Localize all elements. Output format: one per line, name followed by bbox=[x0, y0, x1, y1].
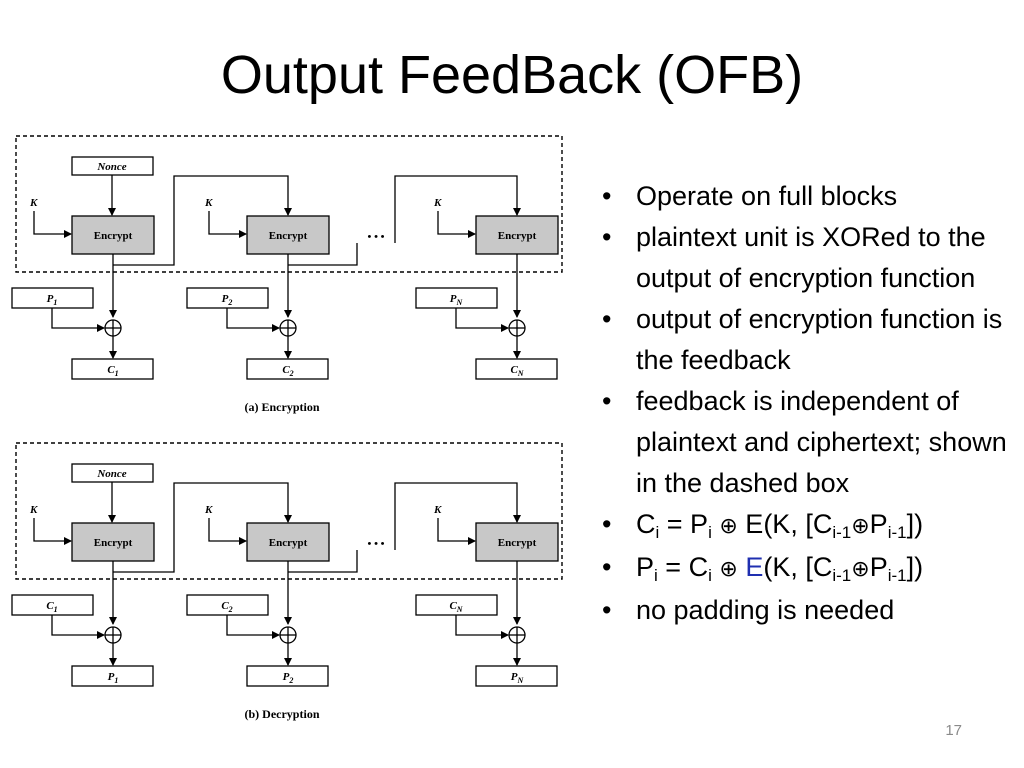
slide-title: Output FeedBack (OFB) bbox=[220, 45, 804, 105]
bullet-no-padding: no padding is needed bbox=[600, 590, 1020, 631]
encryption-feedback-line bbox=[113, 175, 292, 266]
decryption-input-label-2: C2 bbox=[221, 600, 232, 614]
encryption-dashed-box bbox=[15, 135, 563, 273]
encryption-output-box-2 bbox=[246, 358, 329, 380]
decryption-dashed-box bbox=[15, 442, 563, 580]
encryption-input-label-1: P1 bbox=[47, 293, 58, 307]
bullet-feedback: output of encryption function is the fee… bbox=[600, 299, 1020, 381]
connector-line bbox=[437, 211, 476, 238]
decryption-feedback-line bbox=[288, 550, 358, 573]
decryption-key-label-2: K bbox=[204, 504, 213, 516]
decryption-encrypt-box-3 bbox=[475, 522, 559, 562]
bullet-decrypt-formula: Pi = Ci ⊕ E(K, [Ci-1⊕Pi-1]) bbox=[600, 547, 1020, 590]
decryption-output-label-2: P2 bbox=[283, 671, 294, 685]
connector-line bbox=[33, 518, 72, 545]
encryption-output-box-1 bbox=[71, 358, 154, 380]
bullet-xored: plaintext unit is XORed to the output of… bbox=[600, 217, 1020, 299]
connector-line bbox=[455, 615, 509, 639]
decryption-encrypt-label-1: Encrypt bbox=[94, 537, 133, 549]
connector-line bbox=[51, 308, 105, 332]
decryption-key-label-1: K bbox=[29, 504, 38, 516]
connector-line bbox=[208, 518, 247, 545]
encryption-output-label-1: C1 bbox=[107, 364, 118, 378]
decryption-feedback-line bbox=[394, 482, 521, 550]
encryption-key-label-3: K bbox=[433, 197, 442, 209]
bullet-encrypt-formula: Ci = Pi ⊕ E(K, [Ci-1⊕Pi-1]) bbox=[600, 504, 1020, 547]
connector-line bbox=[208, 211, 247, 238]
decryption-encrypt-box-1 bbox=[71, 522, 155, 562]
xor-symbol: ⊕ bbox=[851, 514, 870, 539]
encryption-input-label-2: P2 bbox=[222, 293, 233, 307]
encryption-encrypt-label-2: Encrypt bbox=[269, 230, 308, 242]
bullet-list: Operate on full blocks plaintext unit is… bbox=[600, 176, 1020, 631]
decryption-output-box-1 bbox=[71, 665, 154, 687]
blue-e: E bbox=[737, 552, 764, 582]
connector-line bbox=[33, 211, 72, 238]
encryption-nonce-label: Nonce bbox=[96, 161, 126, 173]
encryption-ellipsis: • • • bbox=[367, 231, 384, 243]
decryption-output-label-3: PN bbox=[511, 671, 525, 685]
encryption-key-label-2: K bbox=[204, 197, 213, 209]
decryption-output-box-2 bbox=[246, 665, 329, 687]
decryption-output-box-3 bbox=[475, 665, 558, 687]
decryption-caption: (b) Decryption bbox=[245, 707, 320, 721]
page-number: 17 bbox=[945, 722, 962, 739]
encryption-caption: (a) Encryption bbox=[245, 400, 320, 414]
xor-symbol: ⊕ bbox=[719, 557, 738, 582]
encryption-input-label-3: PN bbox=[450, 293, 464, 307]
encryption-encrypt-label-3: Encrypt bbox=[498, 230, 537, 242]
bullet-independent: feedback is independent of plaintext and… bbox=[600, 381, 1020, 504]
decryption-feedback-line bbox=[113, 482, 292, 573]
connector-line bbox=[437, 518, 476, 545]
encryption-output-label-2: C2 bbox=[282, 364, 293, 378]
decryption-encrypt-label-3: Encrypt bbox=[498, 537, 537, 549]
encryption-output-label-3: CN bbox=[510, 364, 524, 378]
decryption-ellipsis: • • • bbox=[367, 538, 384, 550]
xor-symbol: ⊕ bbox=[719, 514, 738, 539]
encryption-key-label-1: K bbox=[29, 197, 38, 209]
decryption-output-label-1: P1 bbox=[108, 671, 119, 685]
encryption-output-box-3 bbox=[475, 358, 558, 380]
encryption-encrypt-box-1 bbox=[71, 215, 155, 255]
encryption-feedback-line bbox=[288, 243, 358, 266]
encryption-feedback-line bbox=[394, 175, 521, 243]
connector-line bbox=[226, 615, 280, 639]
connector-line bbox=[51, 615, 105, 639]
encryption-encrypt-box-2 bbox=[246, 215, 330, 255]
decryption-nonce-label: Nonce bbox=[96, 468, 126, 480]
connector-line bbox=[226, 308, 280, 332]
decryption-encrypt-label-2: Encrypt bbox=[269, 537, 308, 549]
decryption-key-label-3: K bbox=[433, 504, 442, 516]
encryption-encrypt-label-1: Encrypt bbox=[94, 230, 133, 242]
bullet-full-blocks: Operate on full blocks bbox=[600, 176, 1020, 217]
xor-symbol: ⊕ bbox=[851, 557, 870, 582]
decryption-input-label-1: C1 bbox=[46, 600, 57, 614]
decryption-input-label-3: CN bbox=[449, 600, 463, 614]
connector-line bbox=[455, 308, 509, 332]
